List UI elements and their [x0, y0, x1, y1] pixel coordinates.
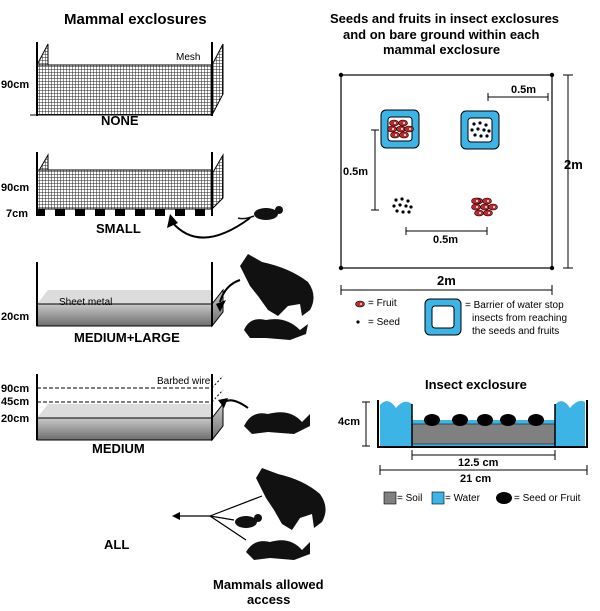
seed-mark [485, 134, 489, 138]
seed-mark [406, 199, 410, 203]
fruit-highlight [476, 200, 478, 202]
barrier-text-line-3: the seeds and fruits [472, 326, 560, 337]
footer-line-2: access [247, 592, 291, 607]
seed-mark [484, 123, 488, 127]
fruit-highlight [404, 134, 406, 136]
exclosure-medium-large-height: 20cm [1, 311, 30, 323]
seed-mark [392, 204, 396, 208]
rodent-silhouette-small [237, 206, 283, 220]
dim-2m-bottom: 2m [437, 273, 456, 288]
fruit-highlight [493, 206, 495, 208]
fruit-highlight [401, 128, 403, 130]
seed-fruit-legend-icon [496, 492, 512, 504]
seed-mark [476, 127, 480, 131]
insect-exclosure-title: Insect exclosure [425, 377, 527, 392]
cat-silhouette-2 [244, 412, 310, 434]
cat-silhouette-3 [246, 540, 310, 560]
fruit-legend-icon [355, 300, 365, 308]
fruit-highlight [479, 212, 481, 214]
seed-legend-icon [356, 320, 360, 324]
tapir-silhouette-all [256, 468, 326, 530]
dim-half-meter-mid: 0.5m [433, 234, 459, 246]
fruits-on-ground [471, 197, 498, 217]
seed-mark [470, 128, 474, 132]
dim-21cm: 21 cm [460, 473, 492, 485]
fruit-highlight [394, 122, 396, 124]
seeds-in-barrier [470, 121, 491, 138]
rodent-silhouette-all [235, 514, 262, 528]
fruit-highlight [395, 134, 397, 136]
seed-mark [400, 197, 404, 201]
fruit-highlight [409, 128, 411, 130]
exclosure-medium-height-20: 20cm [1, 413, 30, 425]
seed-mark [401, 210, 405, 214]
exclosure-small-drawing [36, 152, 251, 239]
legend-seed-fruit-label: = Seed or Fruit [514, 493, 581, 504]
insect-seeds-row [424, 414, 544, 426]
barrier-seeds-top-right [460, 110, 500, 150]
fruit-highlight [487, 200, 489, 202]
dim-12-5cm: 12.5 cm [458, 457, 499, 469]
tapir-silhouette [240, 254, 314, 316]
seed-mark [482, 128, 486, 132]
exclosure-none-height: 90cm [1, 79, 30, 91]
dim-half-meter-left: 0.5m [343, 166, 369, 178]
exclosure-small-height-gap: 7cm [6, 208, 29, 220]
plot-square [338, 72, 573, 295]
seed-mark [394, 198, 398, 202]
dim-2m-side: 2m [564, 157, 583, 172]
access-arrows [172, 495, 263, 541]
barrier-text-line-2: insects from reaching [472, 313, 568, 324]
water-legend-swatch [431, 491, 445, 505]
mesh-label: Mesh [176, 52, 201, 63]
exclosure-medium-drawing [36, 374, 249, 442]
sheet-metal-label: Sheet metal [59, 297, 113, 308]
seed-mark [407, 210, 411, 214]
fruit-highlight [403, 122, 405, 124]
seed-mark [472, 122, 476, 126]
seed-mark [479, 134, 483, 138]
legend-seed-label: = Seed [368, 317, 400, 328]
seed-mark [398, 203, 402, 207]
plot-title-line-1: Seeds and fruits in insect exclosures [330, 11, 560, 26]
fruit-highlight [392, 128, 394, 130]
dim-half-meter-top: 0.5m [511, 84, 537, 96]
exclosure-medium-height-90: 90cm [1, 383, 30, 395]
barbed-wire-label: Barbed wire [157, 376, 211, 387]
fruit-highlight [485, 206, 487, 208]
legend-fruit-label: = Fruit [368, 298, 397, 309]
fruit-highlight [488, 212, 490, 214]
exclosure-none-drawing [30, 42, 224, 116]
seed-mark [473, 133, 477, 137]
dim-4cm: 4cm [338, 416, 361, 428]
soil-legend-swatch [383, 491, 397, 505]
barrier-legend-icon [424, 298, 462, 336]
seed-mark [487, 129, 491, 133]
cat-silhouette-1 [244, 319, 308, 340]
mammal-exclosures-title: Mammal exclosures [64, 11, 207, 28]
plot-title-line-3: mammal exclosure [383, 42, 501, 57]
seed-mark [478, 121, 482, 125]
seeds-on-ground [392, 197, 413, 214]
fruit-highlight [476, 206, 478, 208]
exclosure-medium-large-drawing [36, 262, 241, 328]
exclosure-medium-large-label: MEDIUM+LARGE [74, 330, 180, 345]
exclosure-all-label: ALL [104, 537, 130, 552]
barrier-text-line-1: = Barrier of water stop [465, 300, 564, 311]
legend-water-label: = Water [445, 493, 480, 504]
exclosure-small-height-upper: 90cm [1, 182, 30, 194]
exclosure-medium-label: MEDIUM [92, 441, 145, 456]
fruits-in-barrier [387, 119, 414, 139]
exclosure-small-label: SMALL [96, 221, 141, 236]
exclosure-medium-height-45: 45cm [1, 396, 30, 408]
seed-mark [395, 209, 399, 213]
footer-line-1: Mammals allowed [213, 577, 324, 592]
plot-title-line-2: and on bare ground within each [343, 27, 540, 42]
legend-soil-label: = Soil [397, 493, 423, 504]
exclosure-none-label: NONE [101, 113, 139, 128]
seed-mark [409, 205, 413, 209]
seed-mark [404, 204, 408, 208]
